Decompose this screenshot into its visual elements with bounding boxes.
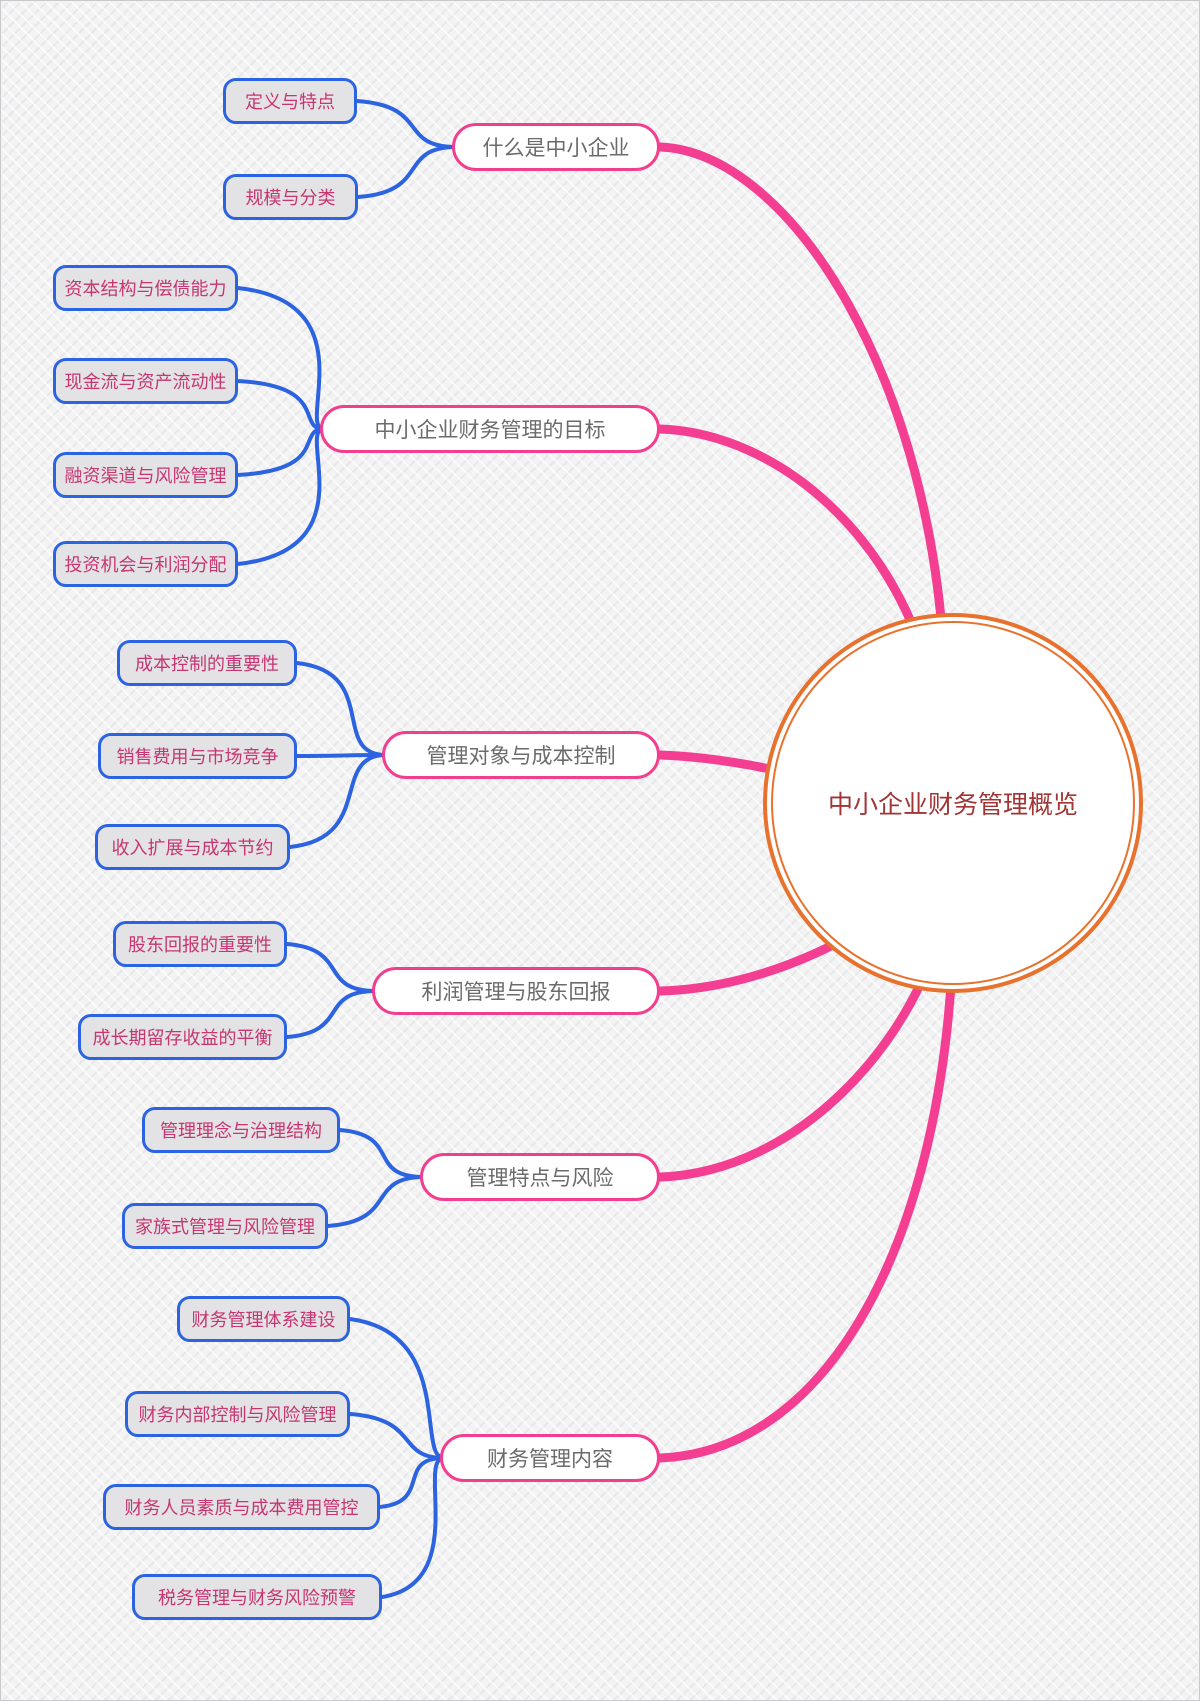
edge-branch2-child3 [236, 427, 326, 477]
child-node-staff-quality-cost-control[interactable]: 财务人员素质与成本费用管控 [103, 1484, 380, 1530]
edge-branch4-child1 [285, 942, 378, 993]
branch-label: 管理对象与成本控制 [426, 744, 616, 768]
root-label: 中小企业财务管理概览 [827, 790, 1078, 819]
branch-node-management-features-risk[interactable]: 管理特点与风险 [420, 1153, 660, 1201]
child-label: 成本控制的重要性 [135, 654, 279, 675]
branch-label: 财务管理内容 [487, 1447, 613, 1471]
edge-branch6-child2 [348, 1412, 446, 1460]
edge-branch3-child1 [295, 661, 388, 757]
branch-node-goals[interactable]: 中小企业财务管理的目标 [320, 405, 660, 453]
edge-branch1-child1 [355, 99, 458, 149]
edge-root-branch-1 [655, 142, 950, 685]
child-label: 投资机会与利润分配 [64, 555, 227, 576]
child-node-scale-classification[interactable]: 规模与分类 [223, 174, 358, 220]
child-label: 收入扩展与成本节约 [111, 838, 274, 859]
child-label: 融资渠道与风险管理 [64, 466, 227, 487]
child-label: 股东回报的重要性 [128, 935, 272, 956]
child-node-shareholder-return-importance[interactable]: 股东回报的重要性 [113, 921, 287, 967]
branch-node-cost-control[interactable]: 管理对象与成本控制 [382, 731, 660, 779]
edge-branch4-child2 [285, 989, 378, 1039]
branch-label: 中小企业财务管理的目标 [374, 418, 606, 442]
child-label: 资本结构与偿债能力 [64, 279, 227, 300]
child-label: 现金流与资产流动性 [64, 372, 227, 393]
child-label: 财务人员素质与成本费用管控 [124, 1498, 359, 1519]
child-node-internal-control-risk[interactable]: 财务内部控制与风险管理 [125, 1391, 350, 1437]
edge-branch6-child3 [378, 1456, 446, 1509]
branch-node-profit-shareholder[interactable]: 利润管理与股东回报 [372, 967, 660, 1015]
child-label: 家族式管理与风险管理 [135, 1217, 315, 1238]
child-label: 管理理念与治理结构 [160, 1121, 322, 1142]
root-node[interactable]: 中小企业财务管理概览 [763, 613, 1143, 993]
edge-branch3-child3 [288, 753, 388, 849]
edge-root-branch-6 [655, 965, 957, 1463]
child-node-investment-profit-distribution[interactable]: 投资机会与利润分配 [53, 541, 238, 587]
child-label: 规模与分类 [245, 188, 336, 209]
child-node-definition-features[interactable]: 定义与特点 [223, 78, 357, 124]
edge-branch6-child1 [348, 1317, 446, 1460]
child-label: 销售费用与市场竞争 [116, 747, 279, 768]
child-node-capital-structure[interactable]: 资本结构与偿债能力 [53, 265, 238, 311]
child-node-revenue-expansion-saving[interactable]: 收入扩展与成本节约 [95, 824, 290, 870]
child-label: 财务内部控制与风险管理 [138, 1405, 337, 1426]
edge-branch2-child1 [236, 286, 326, 431]
child-node-system-construction[interactable]: 财务管理体系建设 [177, 1296, 350, 1342]
child-node-cost-importance[interactable]: 成本控制的重要性 [117, 640, 297, 686]
child-node-family-management-risk[interactable]: 家族式管理与风险管理 [122, 1203, 328, 1249]
child-label: 税务管理与财务风险预警 [158, 1588, 356, 1609]
child-node-cashflow-liquidity[interactable]: 现金流与资产流动性 [53, 358, 238, 404]
child-label: 定义与特点 [245, 92, 335, 113]
edge-branch6-child4 [380, 1456, 446, 1599]
child-node-tax-risk-warning[interactable]: 税务管理与财务风险预警 [132, 1574, 382, 1620]
edge-branch1-child2 [356, 145, 458, 199]
branch-label: 利润管理与股东回报 [421, 980, 611, 1004]
branch-node-finance-content[interactable]: 财务管理内容 [440, 1434, 660, 1482]
edge-branch5-child2 [326, 1175, 426, 1228]
branch-node-what-is-sme[interactable]: 什么是中小企业 [452, 123, 660, 171]
child-node-sales-expense-competition[interactable]: 销售费用与市场竞争 [98, 733, 297, 779]
branch-label: 什么是中小企业 [482, 136, 630, 160]
child-label: 财务管理体系建设 [191, 1310, 336, 1331]
child-node-philosophy-governance[interactable]: 管理理念与治理结构 [142, 1107, 340, 1153]
child-node-financing-risk[interactable]: 融资渠道与风险管理 [53, 452, 238, 498]
branch-label: 管理特点与风险 [466, 1166, 614, 1190]
edge-branch2-child2 [236, 379, 326, 431]
child-node-retained-earnings-balance[interactable]: 成长期留存收益的平衡 [78, 1014, 287, 1060]
child-label: 成长期留存收益的平衡 [92, 1028, 273, 1049]
edge-branch5-child1 [338, 1128, 426, 1179]
edge-branch2-child4 [236, 427, 326, 566]
